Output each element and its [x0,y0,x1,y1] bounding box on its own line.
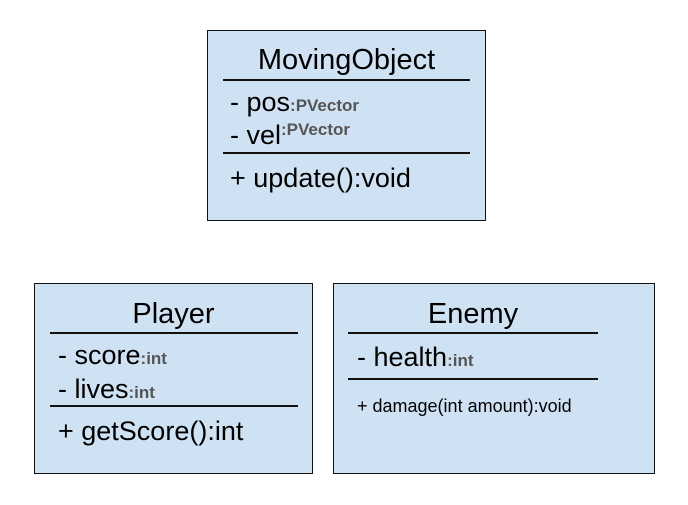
class-divider [50,405,298,407]
class-divider [348,378,598,380]
class-divider [348,332,598,334]
method-update: + update():void [230,163,411,193]
class-divider [223,79,470,81]
class-name-player: Player [132,298,215,330]
class-name-moving-object: MovingObject [257,44,436,76]
method-damage: + damage(int amount):void [357,396,572,416]
class-box-enemy[interactable]: Enemy - health:int + damage(int amount):… [333,283,655,474]
class-box-player[interactable]: Player - score:int - lives:int + getScor… [34,283,313,474]
attribute-lives: - lives:int [58,374,155,404]
method-get-score: + getScore():int [58,416,244,446]
attribute-score: - score:int [58,340,167,370]
class-divider [223,152,470,154]
class-divider [50,332,298,334]
attribute-pos: - pos:PVector [230,87,360,117]
class-name-enemy: Enemy [427,298,519,330]
attribute-vel: - vel:PVector [230,120,350,150]
attribute-health: - health:int [357,342,474,372]
class-box-moving-object[interactable]: MovingObject - pos:PVector - vel:PVector… [207,30,486,221]
